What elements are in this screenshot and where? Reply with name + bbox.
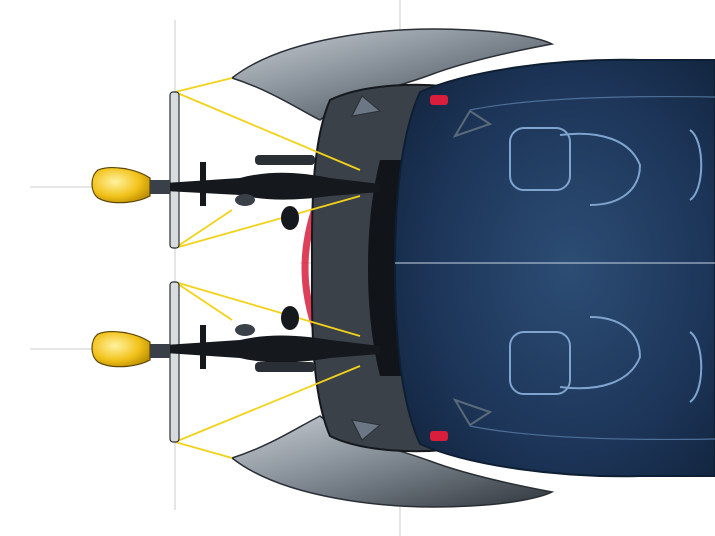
body-panel-line: [469, 95, 715, 111]
bottom-bike-frame: [165, 335, 380, 363]
bicycle-icon: [165, 281, 380, 443]
top-bike-front-wheel: [169, 91, 180, 249]
bottom-bike-front-wheel: [169, 281, 180, 443]
bicycle-icon: [165, 91, 380, 249]
top-bike-handlebar: [200, 162, 206, 206]
guide-lines-bottom: [174, 281, 361, 459]
top-bike-seat: [235, 194, 255, 206]
top-bike-pedal: [281, 206, 299, 230]
fender-accents: [351, 95, 493, 441]
top-bike-rear-wheel: [255, 155, 315, 165]
helmet-icon: [91, 331, 170, 368]
vehicle-body: [393, 58, 715, 478]
lower-rear-fender: [230, 415, 555, 508]
bottom-bike-rear-wheel: [255, 362, 315, 372]
bottom-bike-pedal: [281, 306, 299, 330]
upper-rear-fender: [230, 28, 555, 121]
body-panel-line: [469, 425, 715, 441]
tail-light-icon: [430, 431, 448, 441]
tail-light-icon: [430, 95, 448, 105]
top-bike-frame: [165, 172, 380, 200]
helmet-icon: [91, 167, 170, 204]
seat-icon: [509, 127, 703, 403]
guide-lines-top: [174, 77, 361, 249]
bottom-bike-seat: [235, 324, 255, 336]
bottom-bike-handlebar: [200, 325, 206, 369]
